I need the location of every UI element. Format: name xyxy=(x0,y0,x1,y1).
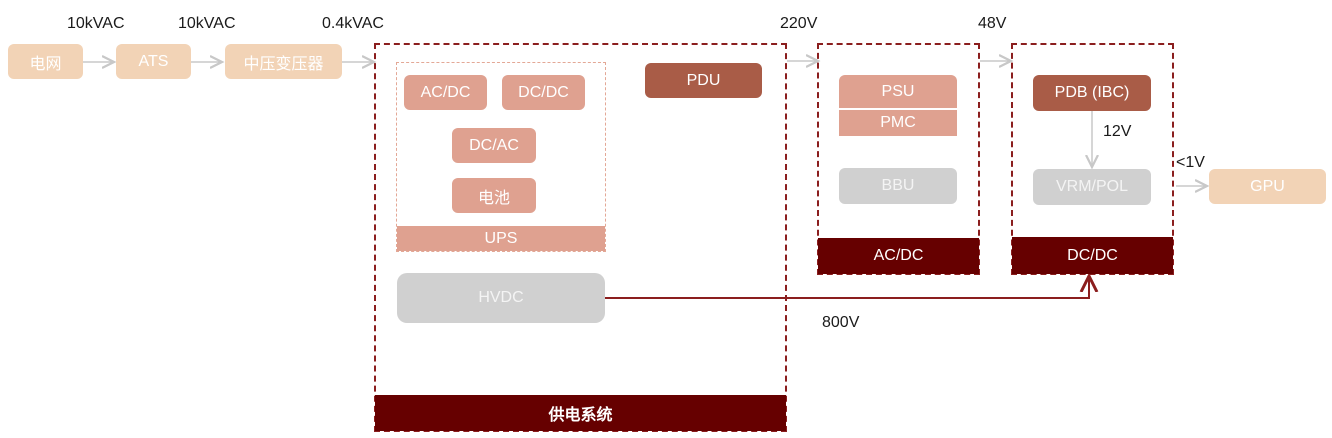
voltage-label-lt-1v: <1V xyxy=(1176,154,1205,171)
grid-node: 电网 xyxy=(8,44,83,79)
voltage-label-800v: 800V xyxy=(822,314,860,331)
battery-node: 电池 xyxy=(452,178,536,213)
voltage-label-10kvac-1: 10kVAC xyxy=(67,15,125,32)
power-supply-system-title: 供电系统 xyxy=(375,395,786,431)
vrm-pol-node: VRM/POL xyxy=(1033,169,1151,205)
power-supply-system-group xyxy=(374,43,787,432)
ats-node-label: ATS xyxy=(138,52,169,70)
acdc-group-title: AC/DC xyxy=(818,238,979,274)
ups-dcdc-node: DC/DC xyxy=(502,75,585,110)
bbu-node: BBU xyxy=(839,168,957,204)
dcdc-group-title: DC/DC xyxy=(1012,237,1173,274)
acdc-group xyxy=(817,43,980,275)
pdb-ibc-node: PDB (IBC) xyxy=(1033,75,1151,111)
ups-acdc-node: AC/DC xyxy=(404,75,487,110)
voltage-label-10kvac-2: 10kVAC xyxy=(178,15,236,32)
ups-group xyxy=(396,62,606,252)
voltage-label-12v: 12V xyxy=(1103,123,1132,140)
ups-title: UPS xyxy=(397,226,605,251)
grid-node-label: 电网 xyxy=(29,55,62,73)
hvdc-800v-line xyxy=(604,276,1089,299)
voltage-label-220v: 220V xyxy=(780,15,818,32)
pmc-node: PMC xyxy=(839,110,957,136)
transformer-node-label: 中压变压器 xyxy=(243,55,324,73)
gpu-node: GPU xyxy=(1209,169,1326,204)
psu-node: PSU xyxy=(839,75,957,108)
voltage-label-48v: 48V xyxy=(978,15,1007,32)
dcdc-group xyxy=(1011,43,1174,275)
hvdc-node: HVDC xyxy=(397,273,605,323)
ats-node: ATS xyxy=(116,44,191,79)
transformer-node: 中压变压器 xyxy=(225,44,342,79)
pdu-node: PDU xyxy=(645,63,762,98)
voltage-label-0.4kvac: 0.4kVAC xyxy=(322,15,384,32)
ups-dcac-node: DC/AC xyxy=(452,128,536,163)
